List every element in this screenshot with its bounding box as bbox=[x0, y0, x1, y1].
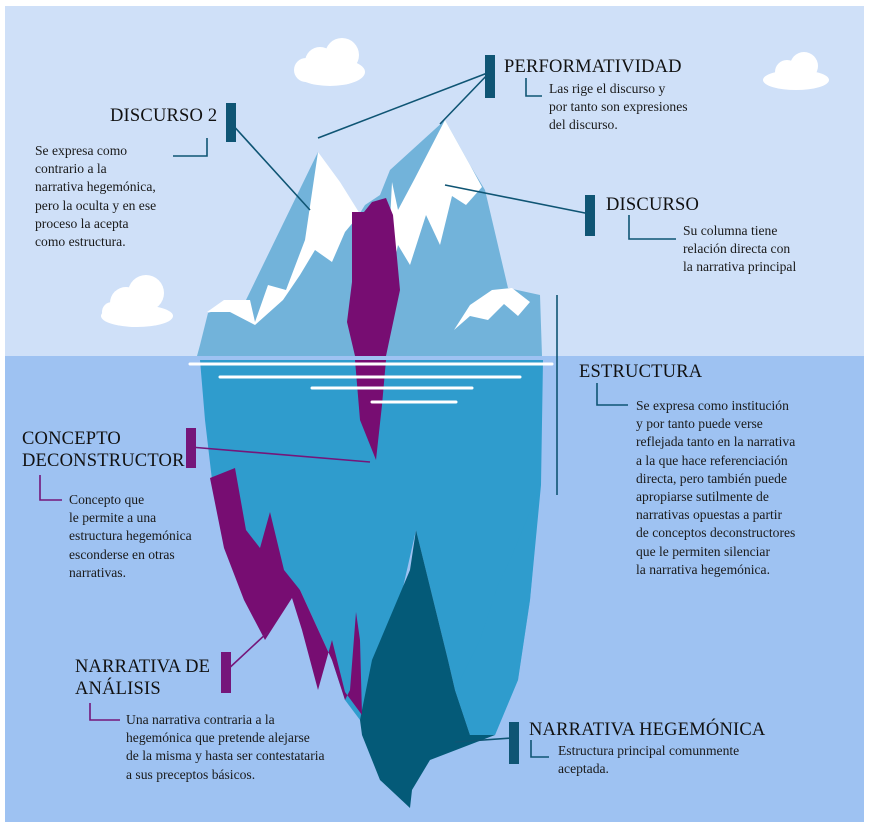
narrativa-hegemonica-connector bbox=[454, 737, 513, 743]
narrativa-hegemonica-elbow bbox=[530, 740, 549, 758]
iceberg-tip bbox=[197, 120, 542, 356]
concepto-connector bbox=[189, 446, 371, 463]
purple-deconstructor-zone bbox=[210, 468, 362, 715]
cloud-left bbox=[101, 275, 173, 327]
purple-column-top bbox=[347, 198, 400, 356]
narrativa-hegemonica-title: NARRATIVA HEGEMÓNICA bbox=[529, 720, 766, 740]
concepto-marker bbox=[186, 428, 196, 468]
discurso-connector bbox=[444, 184, 591, 215]
discurso2-description: Se expresa como contrario a la narrativa… bbox=[35, 143, 157, 250]
narrativa-analisis-description: Una narrativa contraria a la hegemónica … bbox=[126, 712, 325, 782]
discurso-description: Su columna tiene relación directa con la… bbox=[683, 223, 797, 275]
discurso2-elbow bbox=[173, 138, 208, 157]
narrativa-analisis-marker bbox=[221, 652, 231, 693]
discurso2-title: DISCURSO 2 bbox=[110, 106, 218, 126]
snow-small-peak bbox=[454, 288, 530, 330]
narrativa-analisis-connector bbox=[224, 631, 269, 673]
performatividad-description: Las rige el discurso y por tanto son exp… bbox=[549, 81, 688, 133]
ice-lower-pale bbox=[455, 488, 540, 735]
connectors bbox=[39, 71, 676, 758]
estructura-description: Se expresa como institución y por tanto … bbox=[636, 398, 796, 577]
snow-right-peak bbox=[386, 120, 482, 300]
performatividad-title: PERFORMATIVIDAD bbox=[504, 57, 682, 77]
narrativa-hegemonica-marker bbox=[509, 722, 519, 764]
discurso2-connector bbox=[229, 121, 311, 211]
narrativa-hegemonica-description: Estructura principal comunmente aceptada… bbox=[558, 743, 740, 777]
performatividad-connector-2 bbox=[439, 71, 491, 125]
cloud-top bbox=[294, 38, 365, 86]
water-lines bbox=[188, 362, 554, 404]
ice-dark-body bbox=[360, 530, 495, 808]
narrativa-analisis-title: NARRATIVA DE ANÁLISIS bbox=[75, 657, 211, 699]
snow-left-peak bbox=[207, 152, 360, 325]
concepto-title: CONCEPTO DECONSTRUCTOR bbox=[22, 429, 185, 471]
estructura-title: ESTRUCTURA bbox=[579, 362, 703, 382]
estructura-elbow bbox=[596, 383, 628, 406]
markers bbox=[186, 55, 595, 764]
performatividad-elbow bbox=[525, 78, 542, 97]
performatividad-marker bbox=[485, 55, 495, 98]
performatividad-connector bbox=[317, 71, 491, 139]
iceberg-body bbox=[200, 360, 543, 808]
ice-mid-body bbox=[200, 360, 543, 735]
discurso2-marker bbox=[226, 103, 236, 142]
cloud-right bbox=[763, 52, 829, 90]
concepto-elbow bbox=[39, 475, 62, 501]
discurso-elbow bbox=[628, 215, 676, 240]
purple-column-bottom bbox=[355, 360, 386, 460]
concepto-description: Concepto que le permite a una estructura… bbox=[69, 492, 192, 580]
discurso-marker bbox=[585, 195, 595, 236]
discurso-title: DISCURSO bbox=[606, 195, 700, 215]
narrativa-analisis-elbow bbox=[89, 703, 120, 721]
